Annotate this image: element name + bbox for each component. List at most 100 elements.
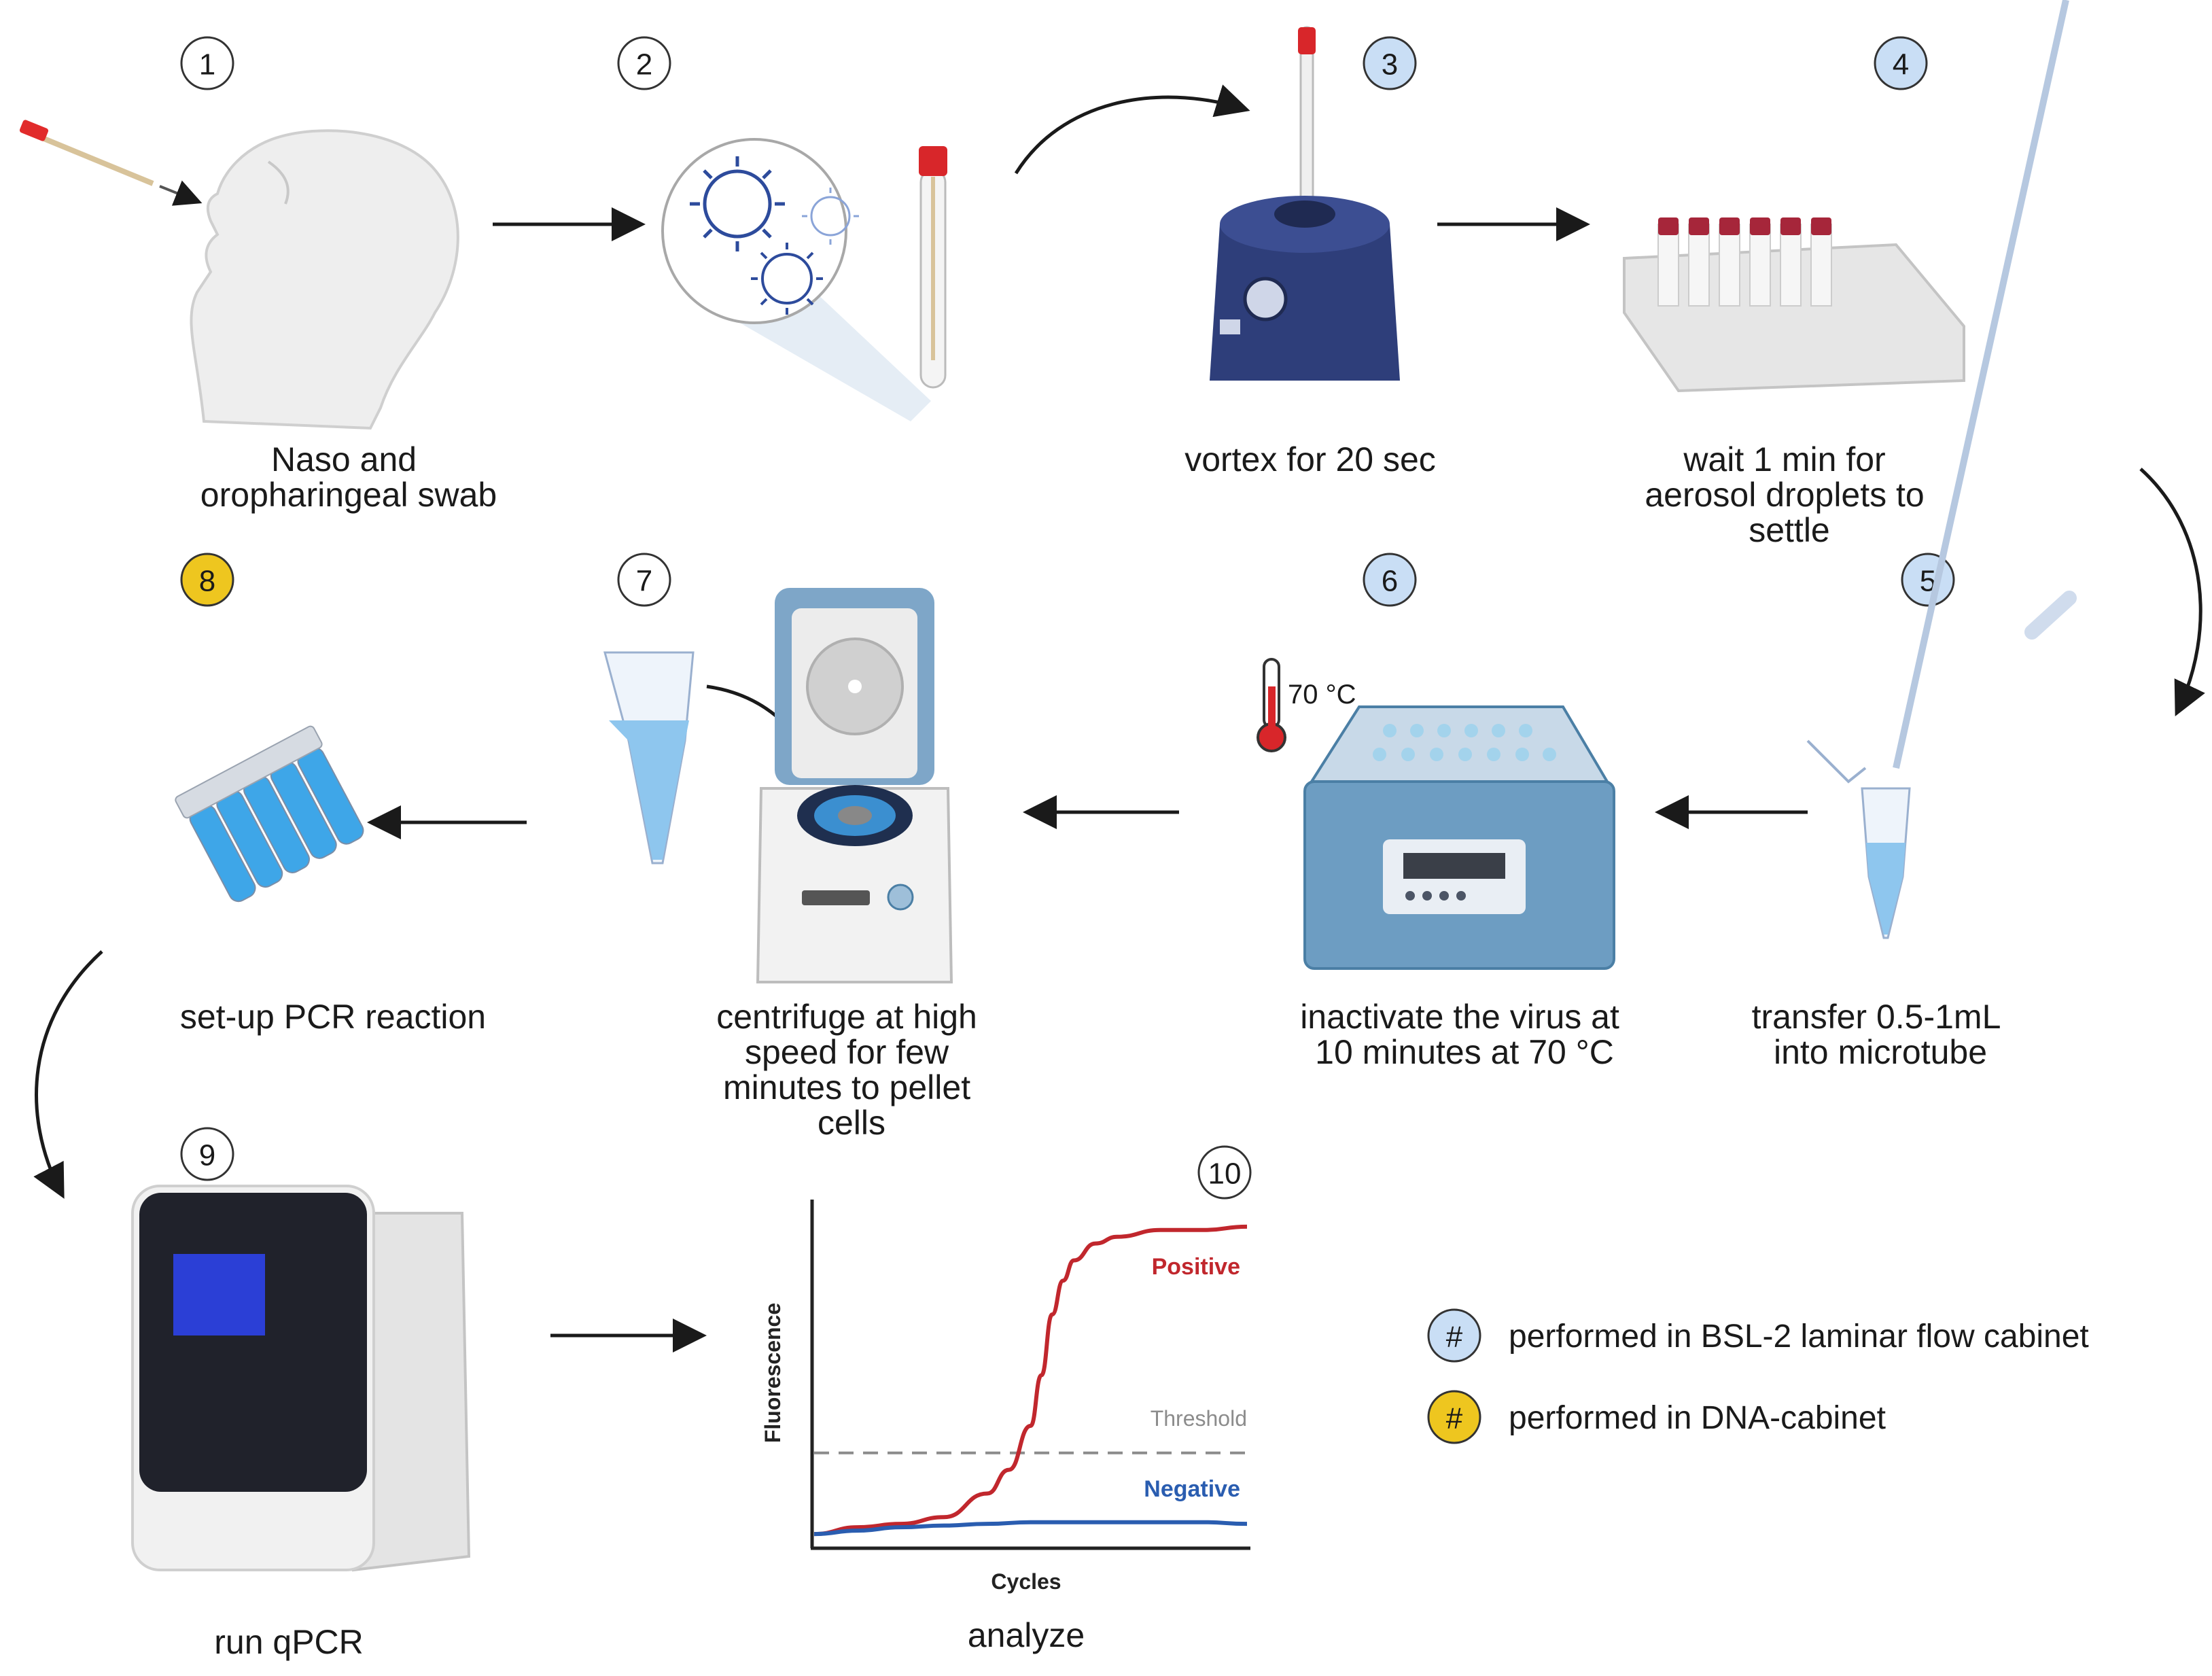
step-label-3: vortex for 20 sec xyxy=(1184,440,1436,478)
pipette-microtube-illustration xyxy=(1806,0,2077,939)
step-label-8: set-up PCR reaction xyxy=(180,998,486,1036)
legend-bsl2-circle xyxy=(1427,1308,1481,1363)
step-number-10: 10 xyxy=(1197,1145,1252,1200)
rack-tubes-icon xyxy=(1657,217,1832,307)
series-line-negative xyxy=(813,1520,1248,1537)
vortex-tube-cap-icon xyxy=(1298,27,1316,54)
swab-direction-icon xyxy=(159,180,203,206)
legend-bsl2-symbol: # xyxy=(1446,1321,1463,1354)
step-label-6-line-1: inactivate the virus at xyxy=(1300,998,1619,1036)
swab-cap-icon xyxy=(19,120,49,141)
centrifuge-body-icon xyxy=(756,787,953,983)
arrow-2-to-3 xyxy=(1014,84,1250,175)
vortex-cup-icon xyxy=(1274,200,1335,228)
step-label-5-line-1: transfer 0.5-1mL xyxy=(1752,998,2001,1036)
legend-dna-text: performed in DNA-cabinet xyxy=(1509,1400,1886,1436)
legend-dna-circle xyxy=(1427,1390,1481,1444)
head-swab-illustration xyxy=(19,120,459,430)
swab-stick-icon xyxy=(36,133,154,186)
heat-block-wells-icon xyxy=(1373,724,1556,761)
step-number-7: 7 xyxy=(617,553,671,607)
step-circle-8 xyxy=(180,553,234,607)
legend-bsl2-text: performed in BSL-2 laminar flow cabinet xyxy=(1509,1319,2089,1355)
amplification-chart: Cycles Fluorescence Threshold Positive N… xyxy=(760,1200,1250,1594)
step-label-9: run qPCR xyxy=(214,1623,364,1661)
step-number-1: 1 xyxy=(180,36,234,90)
vortex-knob-icon xyxy=(1243,277,1288,321)
virus-medium-icon xyxy=(751,243,823,315)
pipette-icon xyxy=(1893,0,2069,769)
step-number-text-8: 8 xyxy=(199,565,215,598)
step-label-5-line-2: into microtube xyxy=(1774,1033,1987,1071)
step-label-10: analyze xyxy=(968,1616,1085,1654)
step-label-7-line-3: minutes to pellet xyxy=(723,1068,970,1106)
step-label-4-line-2: aerosol droplets to xyxy=(1645,476,1924,514)
step-label-1-line-1: Naso and xyxy=(271,440,417,478)
virus-tube-illustration xyxy=(661,138,947,421)
step-label-4-line-3: settle xyxy=(1749,511,1830,549)
step-label-6: inactivate the virus at 10 minutes at 70… xyxy=(1300,998,1629,1071)
heat-block-display-icon xyxy=(1403,853,1505,879)
centrifuge-display-icon xyxy=(802,890,870,905)
vortex-tube-icon xyxy=(1299,26,1314,219)
step-label-9-line-1: run qPCR xyxy=(214,1623,364,1661)
step-number-9: 9 xyxy=(180,1127,234,1181)
qpcr-machine-illustration xyxy=(131,1185,471,1572)
step-number-text-10: 10 xyxy=(1208,1157,1242,1191)
step-circle-10 xyxy=(1197,1145,1252,1200)
pcr-strip-tubes-icon xyxy=(175,725,364,903)
step-number-4: 4 xyxy=(1874,36,1928,90)
step-label-6-line-2: 10 minutes at 70 °C xyxy=(1315,1033,1614,1071)
step-circle-3 xyxy=(1363,36,1417,90)
step-circle-9 xyxy=(180,1127,234,1181)
step-label-5: transfer 0.5-1mL into microtube xyxy=(1752,998,2009,1071)
step-label-7-line-4: cells xyxy=(818,1104,885,1142)
series-label-negative: Negative xyxy=(1144,1476,1240,1502)
step-label-1-line-2: oropharingeal swab xyxy=(200,476,497,514)
legend-item-dna: # performed in DNA-cabinet xyxy=(1427,1390,1886,1444)
step-label-3-line-1: vortex for 20 sec xyxy=(1184,440,1436,478)
step-number-text-6: 6 xyxy=(1382,565,1398,598)
step-number-text-9: 9 xyxy=(199,1139,215,1172)
pipette-bulb-icon xyxy=(2024,591,2077,640)
vortex-illustration xyxy=(1210,26,1400,381)
microtube-lid-icon xyxy=(1806,739,1867,784)
centrifuge-dial-icon xyxy=(887,884,914,911)
step-number-8: 8 xyxy=(180,553,234,607)
step-label-8-line-1: set-up PCR reaction xyxy=(180,998,486,1036)
arrow-4-to-5 xyxy=(2139,468,2205,717)
step-label-4: wait 1 min for aerosol droplets to settl… xyxy=(1645,440,1933,549)
tube-rack-illustration xyxy=(1623,217,1965,393)
step-label-7-line-2: speed for few xyxy=(745,1033,949,1071)
step-number-text-4: 4 xyxy=(1893,48,1909,82)
head-icon xyxy=(190,129,459,430)
step-label-7-line-1: centrifuge at high xyxy=(716,998,977,1036)
series-label-positive: Positive xyxy=(1152,1254,1240,1280)
centrifuge-illustration xyxy=(603,588,953,983)
step-number-3: 3 xyxy=(1363,36,1417,90)
step-number-6: 6 xyxy=(1363,553,1417,607)
magnifier-beam xyxy=(734,292,931,421)
step-number-2: 2 xyxy=(617,36,671,90)
qpcr-front-panel-icon xyxy=(139,1193,367,1492)
y-axis-label: Fluorescence xyxy=(760,1303,785,1443)
heat-block-buttons-icon xyxy=(1405,891,1466,901)
step-number-5: 5 xyxy=(1901,553,1955,607)
legend: # performed in BSL-2 laminar flow cabine… xyxy=(1427,1308,2089,1444)
arrow-8-to-9 xyxy=(33,950,103,1199)
step-label-7: centrifuge at high speed for few minutes… xyxy=(716,998,987,1142)
step-number-text-7: 7 xyxy=(636,565,652,598)
centrifuge-microtube-liquid-icon xyxy=(609,720,689,860)
virus-small-icon xyxy=(802,188,859,245)
x-axis-label: Cycles xyxy=(991,1569,1061,1594)
step-circle-4 xyxy=(1874,36,1928,90)
sample-tube-cap-icon xyxy=(919,146,947,176)
vortex-body-icon xyxy=(1210,224,1400,381)
thermometer-label: 70 °C xyxy=(1288,680,1356,710)
legend-item-bsl2: # performed in BSL-2 laminar flow cabine… xyxy=(1427,1308,2089,1363)
vortex-switch-icon xyxy=(1220,319,1240,334)
microtube-liquid-icon xyxy=(1866,843,1906,935)
step-number-text-3: 3 xyxy=(1382,48,1398,82)
heat-block-illustration: 70 °C xyxy=(1257,658,1615,970)
